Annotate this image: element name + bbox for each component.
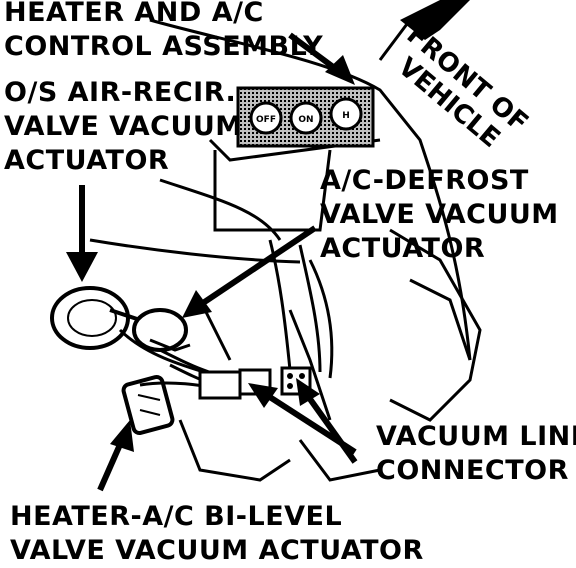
ac-defrost-actuator [132,308,191,352]
control-assembly-panel [236,86,375,148]
label-os-air-recirc-actuator: O/S AIR-RECIR. VALVE VACUUM ACTUATOR [4,77,243,176]
label-heater-control-assembly: HEATER AND A/C CONTROL ASSEMBLY [4,0,324,62]
front-arrow [400,0,470,40]
dashboard-outline [89,18,482,482]
label-vacuum-line-connector: VACUUM LINE CONNECTOR [376,421,576,486]
label-ac-defrost-actuator: A/C-DEFROST VALVE VACUUM ACTUATOR [320,165,559,264]
leader-arrows [66,32,358,492]
bilevel-actuator [121,375,175,435]
label-bilevel-actuator: HEATER-A/C BI-LEVEL VALVE VACUUM ACTUATO… [10,501,424,566]
